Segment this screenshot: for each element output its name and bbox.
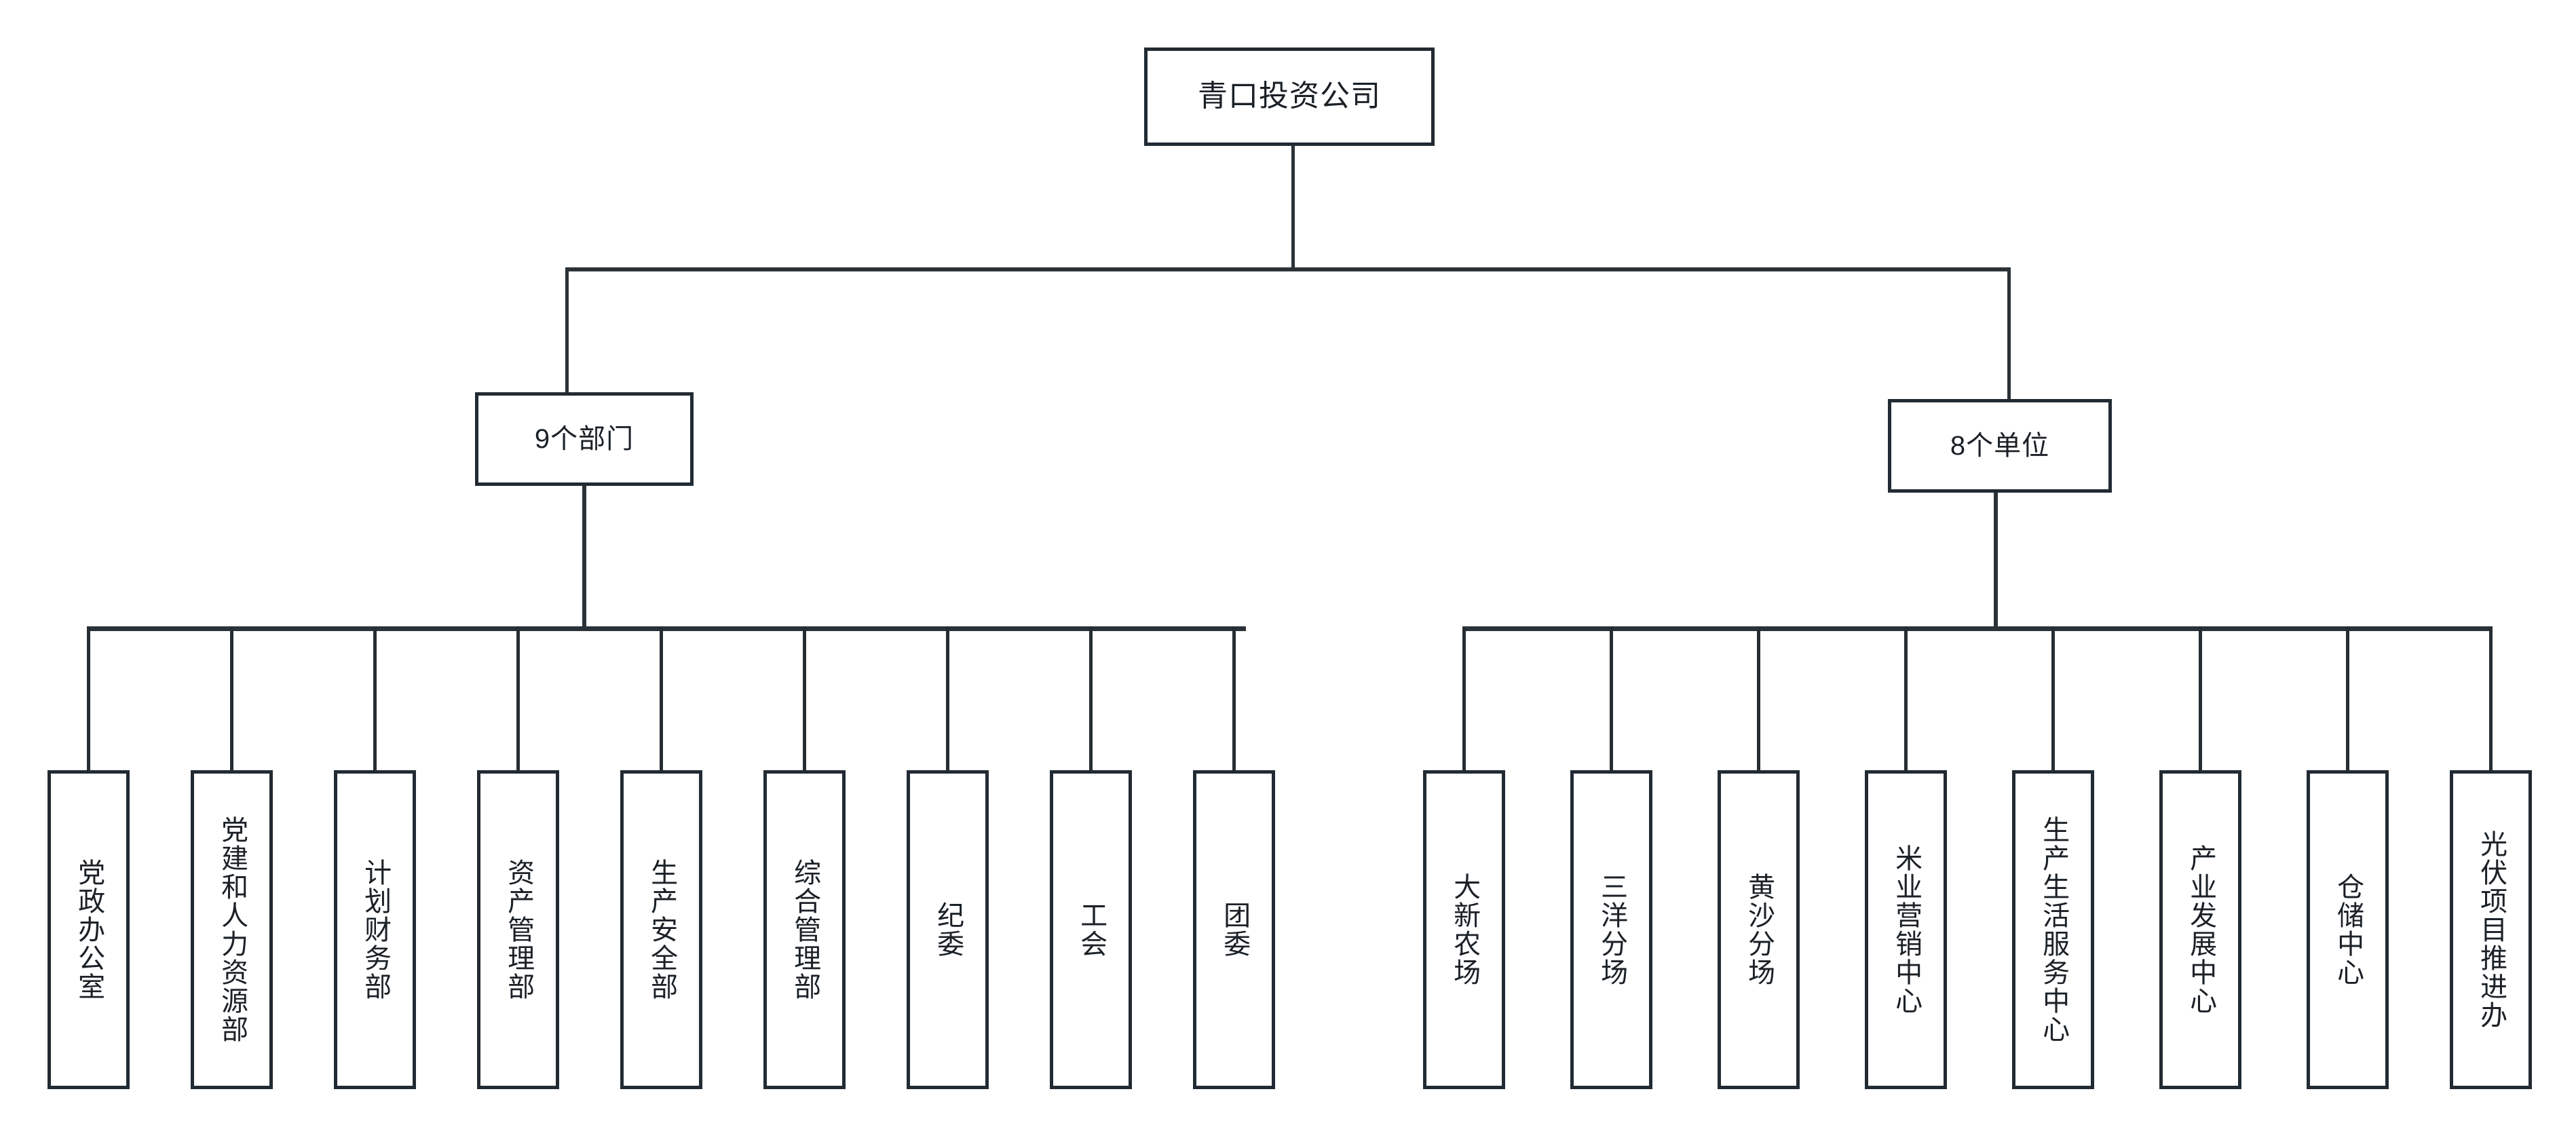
node-root-company[interactable]: 青口投资公司	[1144, 48, 1435, 146]
node-unit-label: 大新农场	[1450, 873, 1480, 987]
node-department-party-hr[interactable]: 党建和人力资源部	[191, 770, 273, 1089]
connector-leaf-riser-unit-5	[2051, 626, 2055, 772]
node-unit-industry-development-center[interactable]: 产业发展中心	[2159, 770, 2241, 1089]
connector-root-stem	[1291, 146, 1295, 269]
node-unit-label: 黄沙分场	[1744, 873, 1775, 987]
node-branch-units[interactable]: 8个单位	[1888, 399, 2112, 493]
node-department-general-management[interactable]: 综合管理部	[763, 770, 846, 1089]
node-unit-label: 米业营销中心	[1891, 844, 1922, 1015]
connector-leaf-riser-unit-4	[1904, 626, 1908, 772]
connector-leaf-riser-dept-7	[946, 626, 949, 772]
node-department-production-safety[interactable]: 生产安全部	[620, 770, 702, 1089]
connector-units-stem	[1994, 493, 1998, 630]
node-department-youth-league[interactable]: 团委	[1193, 770, 1275, 1089]
node-department-label: 党政办公室	[74, 858, 105, 1001]
connector-leaf-riser-dept-6	[803, 626, 806, 772]
node-unit-daxin-farm[interactable]: 大新农场	[1423, 770, 1505, 1089]
connector-leaf-riser-unit-6	[2199, 626, 2202, 772]
connector-leaf-riser-dept-1	[87, 626, 90, 772]
connector-units-bus	[1462, 626, 2493, 631]
node-department-labor-union[interactable]: 工会	[1050, 770, 1132, 1089]
node-branch-departments-label: 9个部门	[534, 424, 634, 454]
node-department-label: 计划财务部	[360, 858, 391, 1001]
connector-leaf-riser-dept-5	[660, 626, 663, 772]
node-department-label: 综合管理部	[790, 858, 820, 1001]
node-unit-rice-marketing-center[interactable]: 米业营销中心	[1865, 770, 1947, 1089]
node-unit-sanyang-branch[interactable]: 三洋分场	[1570, 770, 1652, 1089]
node-unit-photovoltaic-project-office[interactable]: 光伏项目推进办	[2450, 770, 2532, 1089]
node-unit-label: 仓储中心	[2333, 873, 2364, 987]
node-unit-label: 光伏项目推进办	[2476, 830, 2507, 1029]
connector-branch-departments-riser	[565, 267, 569, 394]
connector-leaf-riser-dept-4	[516, 626, 520, 772]
connector-leaf-riser-unit-2	[1610, 626, 1613, 772]
node-unit-label: 三洋分场	[1597, 873, 1627, 987]
node-unit-warehousing-center[interactable]: 仓储中心	[2307, 770, 2389, 1089]
node-unit-label: 生产生活服务中心	[2039, 816, 2069, 1044]
node-branch-units-label: 8个单位	[1950, 431, 2050, 461]
connector-leaf-riser-unit-8	[2489, 626, 2493, 772]
node-department-label: 工会	[1076, 901, 1107, 958]
connector-leaf-riser-dept-9	[1232, 626, 1236, 772]
node-unit-label: 产业发展中心	[2186, 844, 2216, 1015]
connector-branch-units-riser	[2007, 267, 2011, 400]
connector-departments-bus	[87, 626, 1246, 631]
connector-leaf-riser-unit-1	[1462, 626, 1466, 772]
connector-leaf-riser-unit-3	[1757, 626, 1760, 772]
node-department-label: 党建和人力资源部	[217, 816, 248, 1044]
node-unit-huangsha-branch[interactable]: 黄沙分场	[1718, 770, 1800, 1089]
node-unit-production-living-service-center[interactable]: 生产生活服务中心	[2012, 770, 2094, 1089]
connector-level1-bus	[565, 267, 2011, 271]
connector-leaf-riser-unit-7	[2346, 626, 2349, 772]
connector-departments-stem	[582, 486, 586, 630]
node-root-company-label: 青口投资公司	[1198, 79, 1381, 113]
connector-leaf-riser-dept-3	[373, 626, 377, 772]
node-department-planning-finance[interactable]: 计划财务部	[334, 770, 416, 1089]
node-branch-departments[interactable]: 9个部门	[475, 392, 694, 486]
node-department-label: 资产管理部	[504, 858, 534, 1001]
node-department-discipline-committee[interactable]: 纪委	[907, 770, 989, 1089]
node-department-label: 团委	[1219, 901, 1250, 958]
connector-leaf-riser-dept-2	[230, 626, 233, 772]
node-department-dangzheng-office[interactable]: 党政办公室	[48, 770, 130, 1089]
connector-leaf-riser-dept-8	[1089, 626, 1093, 772]
node-department-asset-management[interactable]: 资产管理部	[477, 770, 559, 1089]
node-department-label: 生产安全部	[647, 858, 677, 1001]
node-department-label: 纪委	[933, 901, 964, 958]
